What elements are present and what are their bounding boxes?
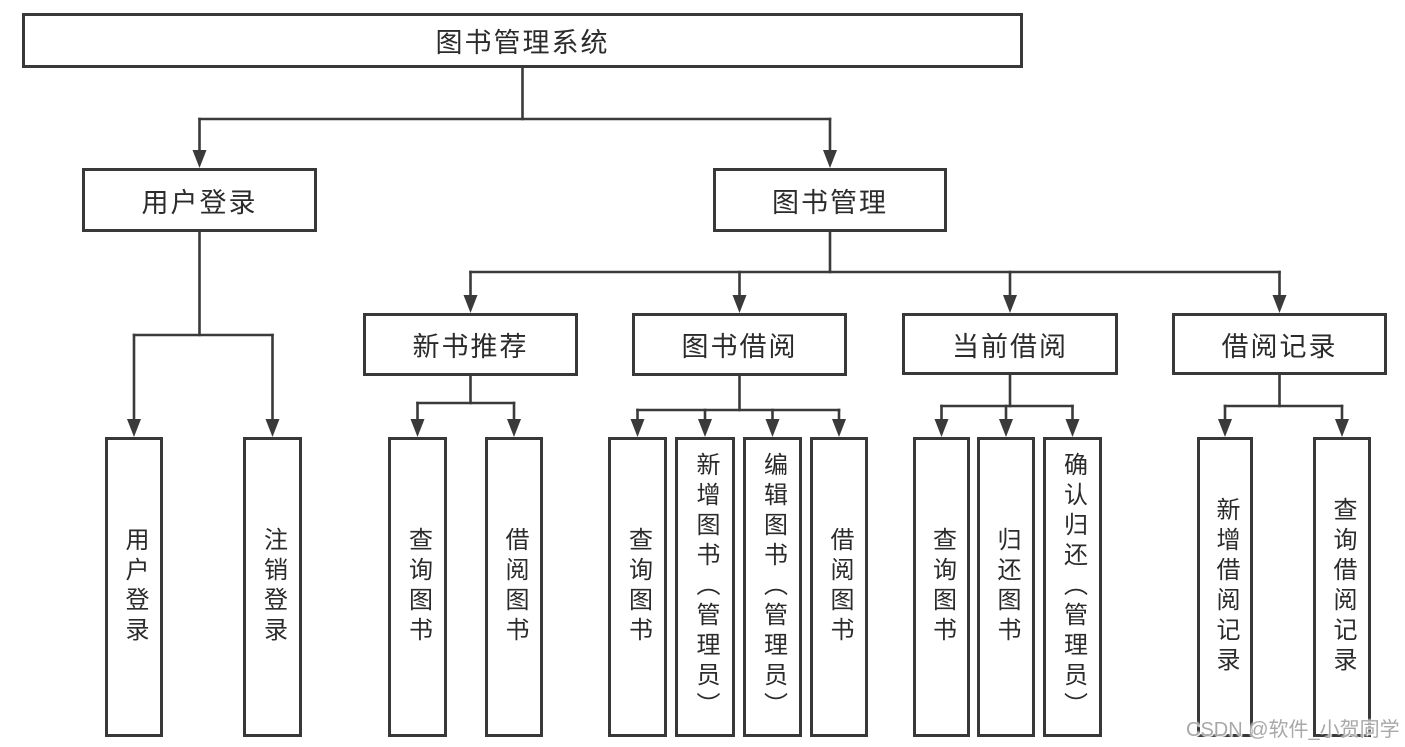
- node-label: 当前借阅: [952, 331, 1068, 362]
- node-user-login-action: 用户登录: [105, 437, 163, 737]
- node-label: 借阅记录: [1221, 331, 1338, 362]
- node-label: 归还图书: [993, 527, 1020, 647]
- node-book-management: 图书管理: [713, 168, 947, 232]
- node-add-books-admin: 新增图书（管理员）: [675, 437, 735, 737]
- node-user-login: 用户登录: [82, 168, 317, 232]
- node-query-borrow-record: 查询借阅记录: [1313, 437, 1371, 737]
- node-label: 图书借阅: [681, 332, 798, 362]
- node-label: 编辑图书（管理员）: [759, 452, 787, 722]
- node-label: 查询图书: [624, 527, 652, 647]
- node-borrow-books-recommend: 借阅图书: [485, 437, 543, 737]
- node-label: 用户登录: [141, 187, 258, 218]
- node-add-borrow-record: 新增借阅记录: [1197, 437, 1253, 737]
- node-book-borrowing: 图书借阅: [632, 313, 847, 376]
- node-label: 查询图书: [928, 527, 956, 647]
- node-label: 借阅图书: [501, 527, 528, 647]
- node-query-books-borrowing: 查询图书: [608, 437, 667, 737]
- node-label: 新增图书（管理员）: [692, 452, 719, 722]
- node-label: 查询借阅记录: [1329, 497, 1356, 677]
- node-label: 图书管理: [772, 187, 888, 218]
- node-label: 借阅图书: [826, 527, 853, 647]
- node-logout-action: 注销登录: [243, 437, 302, 737]
- csdn-watermark: CSDN @软件_小贺同学: [1186, 719, 1400, 741]
- node-query-books-current: 查询图书: [913, 437, 970, 737]
- node-confirm-return-admin: 确认归还（管理员）: [1043, 437, 1102, 737]
- node-label: 查询图书: [404, 527, 432, 647]
- node-current-borrowing: 当前借阅: [902, 313, 1118, 375]
- node-label: 新书推荐: [412, 332, 529, 362]
- node-label: 用户登录: [121, 527, 148, 647]
- node-return-books: 归还图书: [977, 437, 1035, 737]
- node-new-book-recommend: 新书推荐: [363, 313, 578, 376]
- node-label: 注销登录: [259, 527, 287, 647]
- node-label: 确认归还（管理员）: [1059, 452, 1087, 722]
- node-edit-books-admin: 编辑图书（管理员）: [743, 437, 802, 737]
- node-query-books-recommend: 查询图书: [388, 437, 447, 737]
- node-borrow-books-borrowing: 借阅图书: [810, 437, 868, 737]
- node-label: 新增借阅记录: [1212, 497, 1239, 677]
- node-label: 图书管理系统: [435, 28, 610, 58]
- node-borrowing-records: 借阅记录: [1172, 313, 1387, 375]
- node-library-management-system: 图书管理系统: [22, 13, 1023, 68]
